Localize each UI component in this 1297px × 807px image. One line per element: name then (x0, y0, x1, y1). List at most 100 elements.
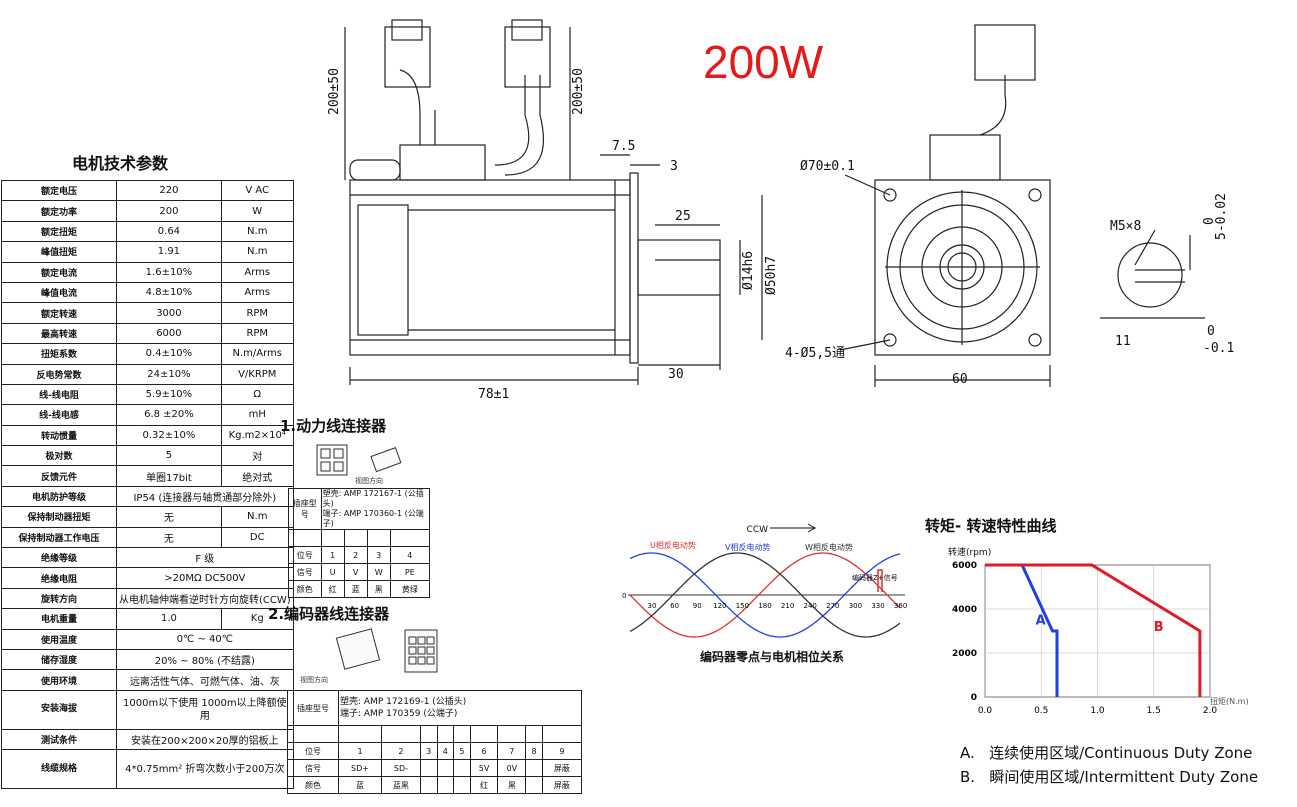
param-name: 绝缘电阻 (1, 567, 117, 589)
param-value: >20MΩ DC500V (116, 567, 294, 589)
param-value: 安装在200×200×20厚的铝板上 (116, 728, 294, 751)
power-conn-table: 插座型号 塑壳: AMP 172167-1 (公插头)端子: AMP 17036… (288, 488, 431, 598)
param-value: 5 (116, 445, 222, 467)
enc-color (419, 776, 438, 794)
enc-pin: 4 (436, 742, 455, 760)
power-color: 黄绿 (389, 580, 431, 598)
enc-signal: 5V (469, 759, 499, 777)
param-name: 安装海拔 (1, 689, 117, 730)
param-row: 使用环境远离活性气体、可燃气体、油、灰 (1, 669, 294, 691)
param-name: 旋转方向 (1, 587, 117, 610)
param-name: 保持制动器工作电压 (1, 526, 117, 549)
chart-ytick: 2000 (952, 649, 977, 659)
param-name: 电机防护等级 (1, 485, 117, 508)
dim-60: 60 (952, 372, 968, 387)
enc-row-label: 位号 (287, 742, 339, 760)
enc-pin: 1 (338, 742, 382, 760)
dim-3: 3 (670, 159, 678, 174)
motor-front-view: Ø70±0.1 4-Ø5,5通 60 (785, 24, 1051, 387)
chart-xtick: 1.5 (1147, 706, 1161, 716)
param-value: 1.6±10% (116, 261, 222, 283)
dim-11: 11 (1115, 334, 1131, 349)
enc-color: 黑 (497, 776, 527, 794)
dim-200-left: 200±50 (327, 68, 342, 115)
enc-pin: 3 (419, 742, 438, 760)
enc-color (453, 776, 471, 794)
phase-tick: 150 (736, 602, 749, 610)
param-name: 额定扭矩 (1, 220, 117, 243)
param-unit: RPM (220, 302, 294, 324)
param-value: 3000 (116, 302, 222, 324)
param-value: 0.64 (116, 220, 222, 243)
dim-25: 25 (675, 209, 691, 224)
enc-view-label: 视图方向 (300, 675, 328, 684)
enc-pin: 8 (525, 742, 543, 760)
legend-b-text: 瞬间使用区域/Intermittent Duty Zone (989, 768, 1259, 786)
enc-pin: 2 (380, 742, 421, 760)
param-name: 使用温度 (1, 628, 117, 650)
motor-shaft (637, 239, 721, 296)
phase-tick: 30 (648, 602, 657, 610)
param-value: 无 (116, 526, 222, 549)
param-unit: Arms (220, 281, 294, 304)
param-unit: N.m (220, 241, 294, 263)
power-color: 黑 (366, 580, 391, 598)
param-value: 0.32±10% (116, 424, 222, 447)
chart-series-line-b (985, 563, 1202, 697)
phase-tick: 270 (826, 602, 839, 610)
power-conn-title: 1.动力线连接器 (280, 417, 387, 435)
param-row: 旋转方向从电机轴伸端看逆时针方向旋转(CCW) (1, 587, 294, 610)
enc-model-line: 塑壳: AMP 172169-1 (公插头) (340, 697, 467, 707)
param-value: IP54 (连接器与轴贯通部分除外) (116, 485, 294, 508)
w-label: W相反电动势 (805, 542, 853, 552)
param-row: 测试条件安装在200×200×20厚的铝板上 (1, 728, 294, 751)
ccw-label: CCW (747, 525, 769, 535)
chart-xtick: 2.0 (1203, 706, 1218, 716)
w-phase-wave (629, 552, 901, 638)
param-name: 测试条件 (1, 728, 117, 751)
power-signal: V (343, 563, 368, 581)
shaft-detail: M5×8 0 5-0.02 11 0 -0.1 (1100, 193, 1234, 356)
power-signal: W (366, 563, 391, 581)
enc-signal (436, 759, 455, 777)
param-value: 6.8 ±20% (116, 404, 222, 426)
phase-tick: 120 (713, 602, 726, 610)
chart-ytick: 4000 (952, 605, 977, 615)
chart-series-label: A (1036, 613, 1046, 628)
power-connector-icon: 视图方向 (316, 444, 402, 485)
chart-xtick: 1.0 (1090, 706, 1105, 716)
chart-ytick: 0 (971, 693, 977, 703)
z-pulse (877, 569, 883, 592)
param-name: 反馈元件 (1, 465, 117, 487)
enc-signal (453, 759, 471, 777)
chart-xlabel: 扭矩(N.m) (1210, 697, 1249, 706)
chart-xtick: 0.0 (978, 706, 993, 716)
param-unit: DC (220, 526, 294, 549)
power-pin: 1 (320, 546, 345, 564)
enc-pin: 7 (497, 742, 527, 760)
phase-tick: 330 (871, 602, 884, 610)
param-value: F 级 (116, 547, 294, 569)
param-unit: N.m (220, 506, 294, 528)
param-name: 峰值扭矩 (1, 241, 117, 263)
enc-conn-table: 插座型号 塑壳: AMP 172169-1 (公插头)端子: AMP 17035… (287, 690, 583, 794)
param-value: 远离活性气体、可燃气体、油、灰 (116, 669, 294, 691)
param-value: 4*0.75mm² 折弯次数小于200万次 (116, 749, 294, 790)
phase-tick: 60 (670, 602, 679, 610)
param-name: 绝缘等级 (1, 547, 117, 569)
param-name: 扭矩系数 (1, 343, 117, 365)
legend-a-key: A. (960, 744, 975, 762)
chart-ylabel: 转速(rpm) (948, 548, 992, 558)
dim-key-upper: 0 (1202, 217, 1217, 225)
power-title: 200W (703, 36, 824, 88)
